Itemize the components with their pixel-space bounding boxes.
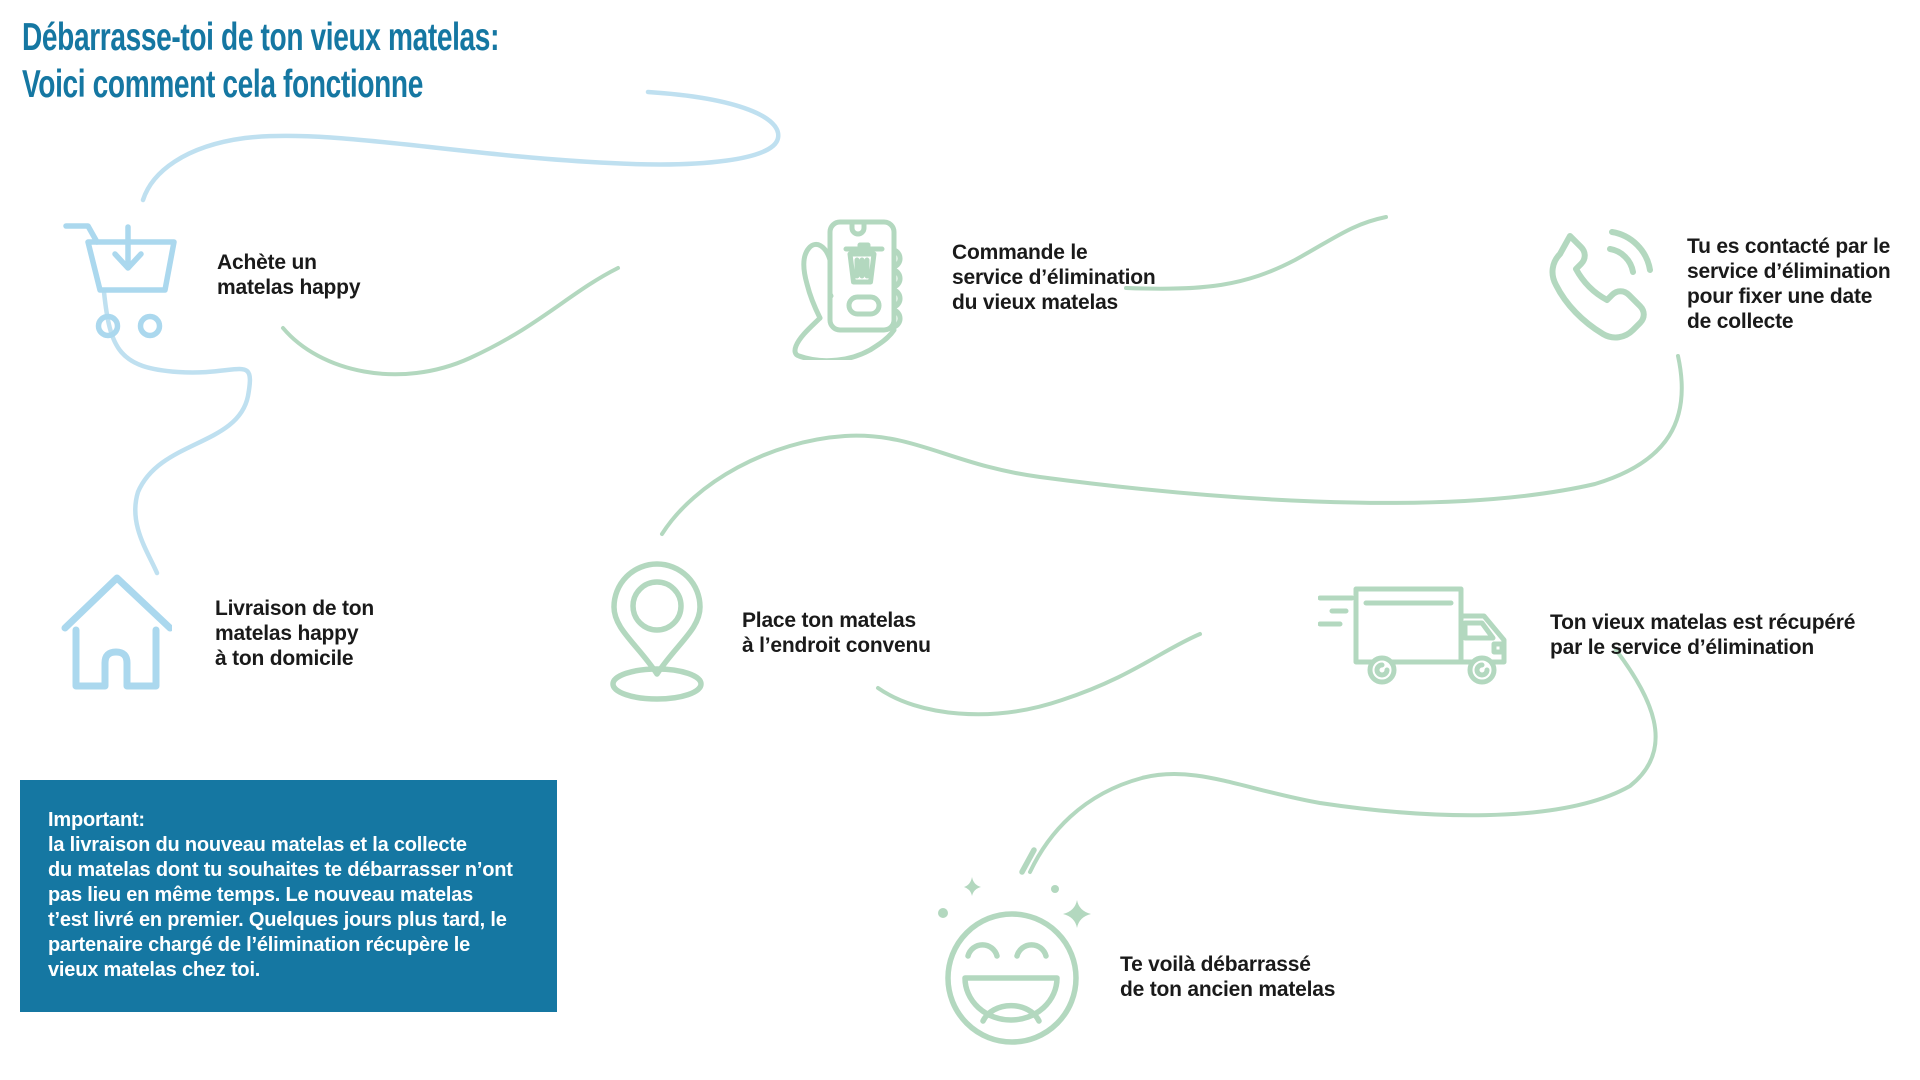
step-buy-line: Achète un — [217, 251, 317, 274]
step-contact-line: Tu es contacté par le — [1687, 235, 1891, 258]
step-delivery-line: Livraison de ton — [215, 597, 374, 620]
smiley-icon — [933, 846, 1103, 1051]
important-heading: Important: — [48, 809, 145, 831]
important-line: t’est livré en premier. Quelques jours p… — [48, 909, 507, 931]
curve-contact-to-place — [660, 354, 1684, 536]
step-pickup-line: Ton vieux matelas est récupéré — [1550, 611, 1856, 634]
step-order-line: Commande le — [952, 241, 1088, 264]
step-order-label: Commande le service d’élimination du vie… — [952, 240, 1156, 315]
step-order-line: service d’élimination — [952, 266, 1156, 289]
step-place-line: à l’endroit convenu — [742, 634, 931, 657]
step-pickup-label: Ton vieux matelas est récupéré par le se… — [1550, 610, 1855, 660]
curve-title-to-cart — [140, 89, 781, 203]
step-contact-line: de collecte — [1687, 310, 1794, 333]
step-delivery-line: matelas happy — [215, 622, 359, 645]
cart-icon — [62, 220, 180, 340]
step-done-line: de ton ancien matelas — [1120, 978, 1336, 1001]
truck-icon — [1318, 583, 1513, 693]
curve-place-to-pickup — [876, 632, 1202, 717]
step-contact-line: pour fixer une date — [1687, 285, 1873, 308]
curve-order-to-contact — [1124, 215, 1388, 291]
page-title-line1: Débarrasse-toi de ton vieux matelas: — [22, 16, 500, 59]
important-line: vieux matelas chez toi. — [48, 959, 261, 981]
step-contact-line: service d’élimination — [1687, 260, 1891, 283]
step-delivery-line: à ton domicile — [215, 647, 354, 670]
step-done-label: Te voilà débarrassé de ton ancien matela… — [1120, 952, 1335, 1002]
step-contact-label: Tu es contacté par le service d’éliminat… — [1687, 234, 1891, 334]
important-line: la livraison du nouveau matelas et la co… — [48, 834, 467, 856]
house-icon — [60, 568, 172, 690]
page-title: Débarrasse-toi de ton vieux matelas: Voi… — [22, 14, 499, 108]
important-line: du matelas dont tu souhaites te débarras… — [48, 859, 513, 881]
step-place-label: Place ton matelas à l’endroit convenu — [742, 608, 931, 658]
important-note-box: Important: la livraison du nouveau matel… — [20, 780, 557, 1012]
green-curves — [281, 215, 1684, 874]
page-title-line2: Voici comment cela fonctionne — [22, 63, 423, 106]
curve-cart-to-order — [281, 266, 620, 377]
phone-call-icon — [1548, 222, 1660, 348]
important-line: pas lieu en même temps. Le nouveau matel… — [48, 884, 474, 906]
blue-curves — [101, 89, 781, 576]
curve-cart-to-house — [101, 289, 253, 576]
phone-order-icon — [792, 218, 912, 360]
step-buy-line: matelas happy — [217, 276, 361, 299]
important-line: partenaire chargé de l’élimination récup… — [48, 934, 471, 956]
step-place-line: Place ton matelas — [742, 609, 917, 632]
step-buy-label: Achète un matelas happy — [217, 250, 360, 300]
step-pickup-line: par le service d’élimination — [1550, 636, 1815, 659]
step-done-line: Te voilà débarrassé — [1120, 953, 1311, 976]
sparkles — [938, 877, 1091, 928]
step-order-line: du vieux matelas — [952, 291, 1119, 314]
location-pin-icon — [606, 556, 706, 704]
curve-pickup-to-done — [1028, 648, 1658, 874]
step-delivery-label: Livraison de ton matelas happy à ton dom… — [215, 596, 374, 671]
